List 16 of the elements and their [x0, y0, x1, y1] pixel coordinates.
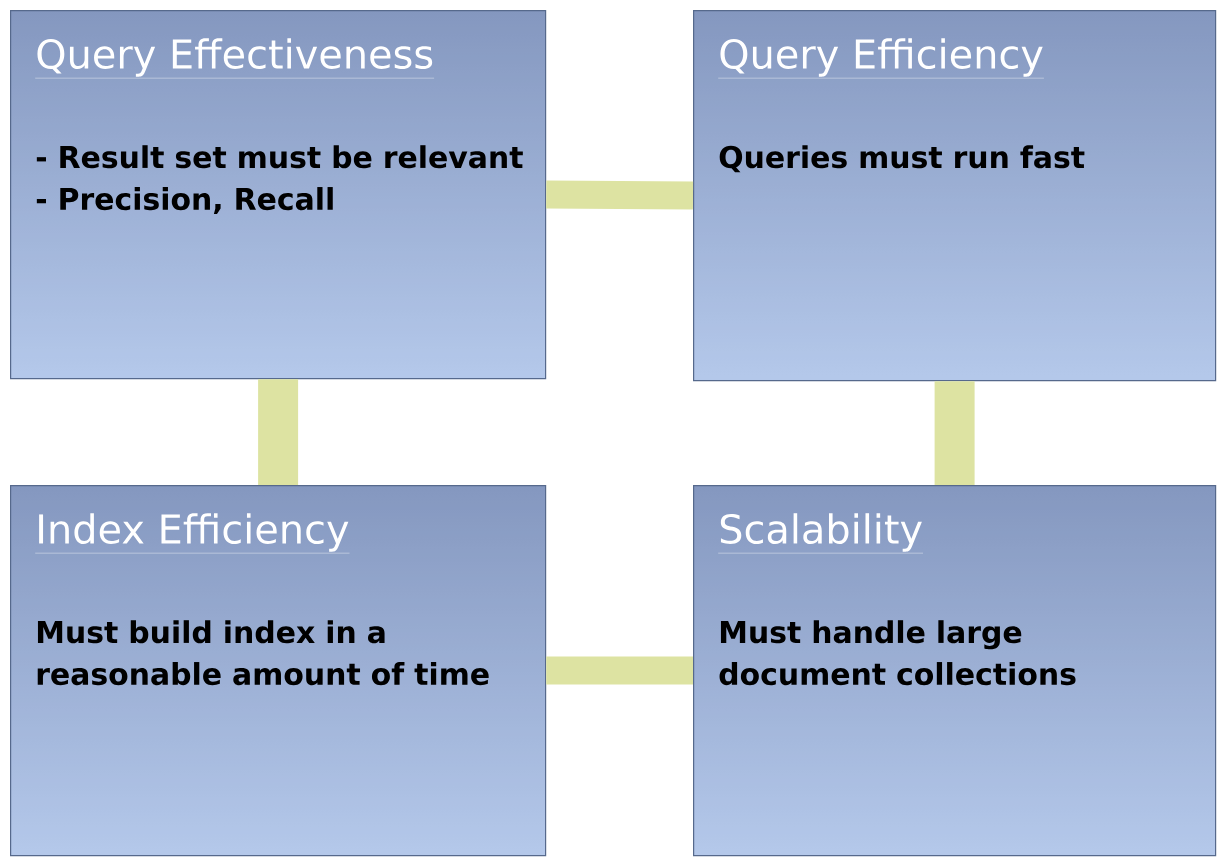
body-text: Queries must run fast — [719, 145, 1085, 173]
heading: Query Effectiveness — [35, 38, 435, 79]
body-text: Must build index in a reasonable amount of time — [37, 620, 489, 686]
process-box — [693, 10, 1217, 382]
body-text: - Result set must be relevant - Precision, Recall — [36, 145, 523, 214]
process-box — [10, 10, 547, 380]
body-text: Must handle large document collections — [719, 620, 1076, 686]
connector-bar — [546, 656, 693, 685]
connector-bar — [258, 379, 299, 485]
process-box — [693, 485, 1217, 857]
heading: Query Efficiency — [718, 38, 1045, 79]
connector-bar — [934, 381, 975, 485]
process-box — [10, 485, 547, 857]
heading: Scalability — [718, 513, 924, 554]
connector-bar — [546, 180, 694, 210]
heading: Index Efficiency — [35, 513, 350, 554]
